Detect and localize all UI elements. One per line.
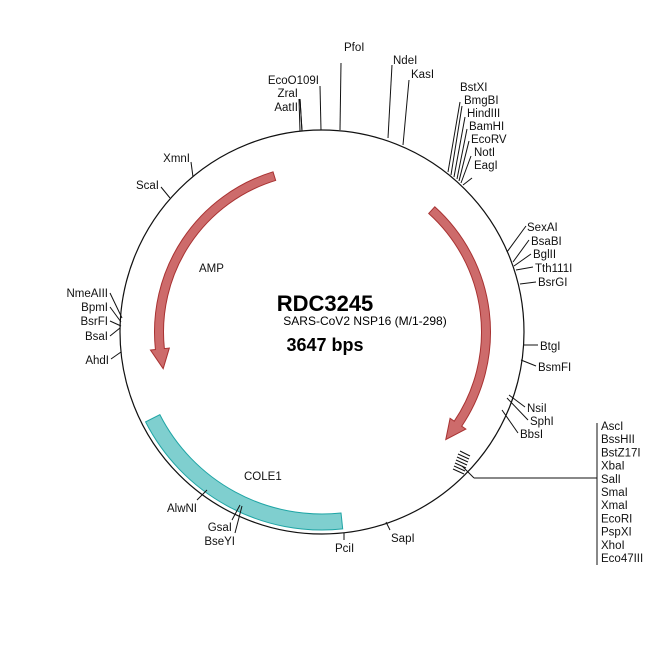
site-label[interactable]: SapI: [391, 533, 415, 545]
site-lines: [109, 62, 598, 565]
mcs-site-label[interactable]: XbaI: [601, 461, 625, 473]
mcs-site-label[interactable]: XhoI: [601, 540, 625, 552]
site-label[interactable]: NotI: [474, 147, 495, 159]
site-label[interactable]: PfoI: [344, 42, 364, 54]
site-label[interactable]: BbsI: [520, 429, 543, 441]
site-label[interactable]: XmnI: [163, 153, 190, 165]
site-labels: EcoO109I ZraI AatII PfoI NdeI KasI BstXI…: [66, 42, 572, 555]
amp-arrow[interactable]: [149, 171, 277, 370]
mcs-site-label[interactable]: EcoRI: [601, 513, 632, 525]
mcs-site-label[interactable]: AscI: [601, 421, 623, 433]
mcs-site-label[interactable]: XmaI: [601, 500, 628, 512]
site-label[interactable]: Tth111I: [535, 263, 572, 275]
plasmid-size: 3647 bps: [286, 335, 363, 355]
site-label[interactable]: KasI: [411, 69, 434, 81]
mcs-site-label[interactable]: BssHII: [601, 434, 635, 446]
site-label[interactable]: ZraI: [278, 88, 298, 100]
site-label[interactable]: GsaI: [208, 522, 232, 534]
site-label[interactable]: EagI: [474, 160, 498, 172]
site-label[interactable]: AlwNI: [167, 503, 197, 515]
site-label[interactable]: BmgBI: [464, 95, 499, 107]
site-label[interactable]: BstXI: [460, 82, 487, 94]
mcs-site-label[interactable]: SmaI: [601, 487, 628, 499]
site-label[interactable]: AhdI: [85, 355, 109, 367]
mcs-site-label[interactable]: Eco47III: [601, 553, 643, 565]
mcs-site-label[interactable]: BstZ17I: [601, 447, 641, 459]
site-label[interactable]: NmeAIII: [66, 288, 108, 300]
site-label[interactable]: EcoRV: [471, 134, 507, 146]
plasmid-name: RDC3245: [277, 291, 374, 316]
site-label[interactable]: PciI: [335, 543, 354, 555]
insert-name: SARS-CoV2 NSP16 (M/1-298): [283, 314, 446, 328]
site-label[interactable]: BglII: [533, 249, 556, 261]
site-label[interactable]: BsmFI: [538, 362, 571, 374]
insert-arrow[interactable]: [428, 206, 491, 441]
site-label[interactable]: BamHI: [469, 121, 504, 133]
mcs-site-label[interactable]: PspXI: [601, 527, 632, 539]
site-label[interactable]: AatII: [274, 102, 298, 114]
site-label[interactable]: NsiI: [527, 403, 547, 415]
site-label[interactable]: NdeI: [393, 55, 417, 67]
site-label[interactable]: BsrGI: [538, 277, 567, 289]
site-label[interactable]: HindIII: [467, 108, 500, 120]
site-label[interactable]: BpmI: [81, 302, 108, 314]
site-label[interactable]: BseYI: [204, 536, 235, 548]
site-label[interactable]: BsaBI: [531, 236, 562, 248]
site-label[interactable]: EcoO109I: [268, 75, 319, 87]
site-label[interactable]: BsrFI: [81, 316, 108, 328]
site-label[interactable]: BsaI: [85, 331, 108, 343]
cole1-label: COLE1: [244, 471, 282, 483]
backbone-circle: [119, 129, 525, 535]
site-label[interactable]: ScaI: [136, 180, 159, 192]
site-label[interactable]: SexAI: [527, 222, 558, 234]
site-label[interactable]: BtgI: [540, 341, 560, 353]
amp-label: AMP: [199, 263, 224, 275]
mcs-site-label[interactable]: SalI: [601, 474, 621, 486]
site-label[interactable]: SphI: [530, 416, 554, 428]
cole1-feature[interactable]: [144, 413, 344, 531]
